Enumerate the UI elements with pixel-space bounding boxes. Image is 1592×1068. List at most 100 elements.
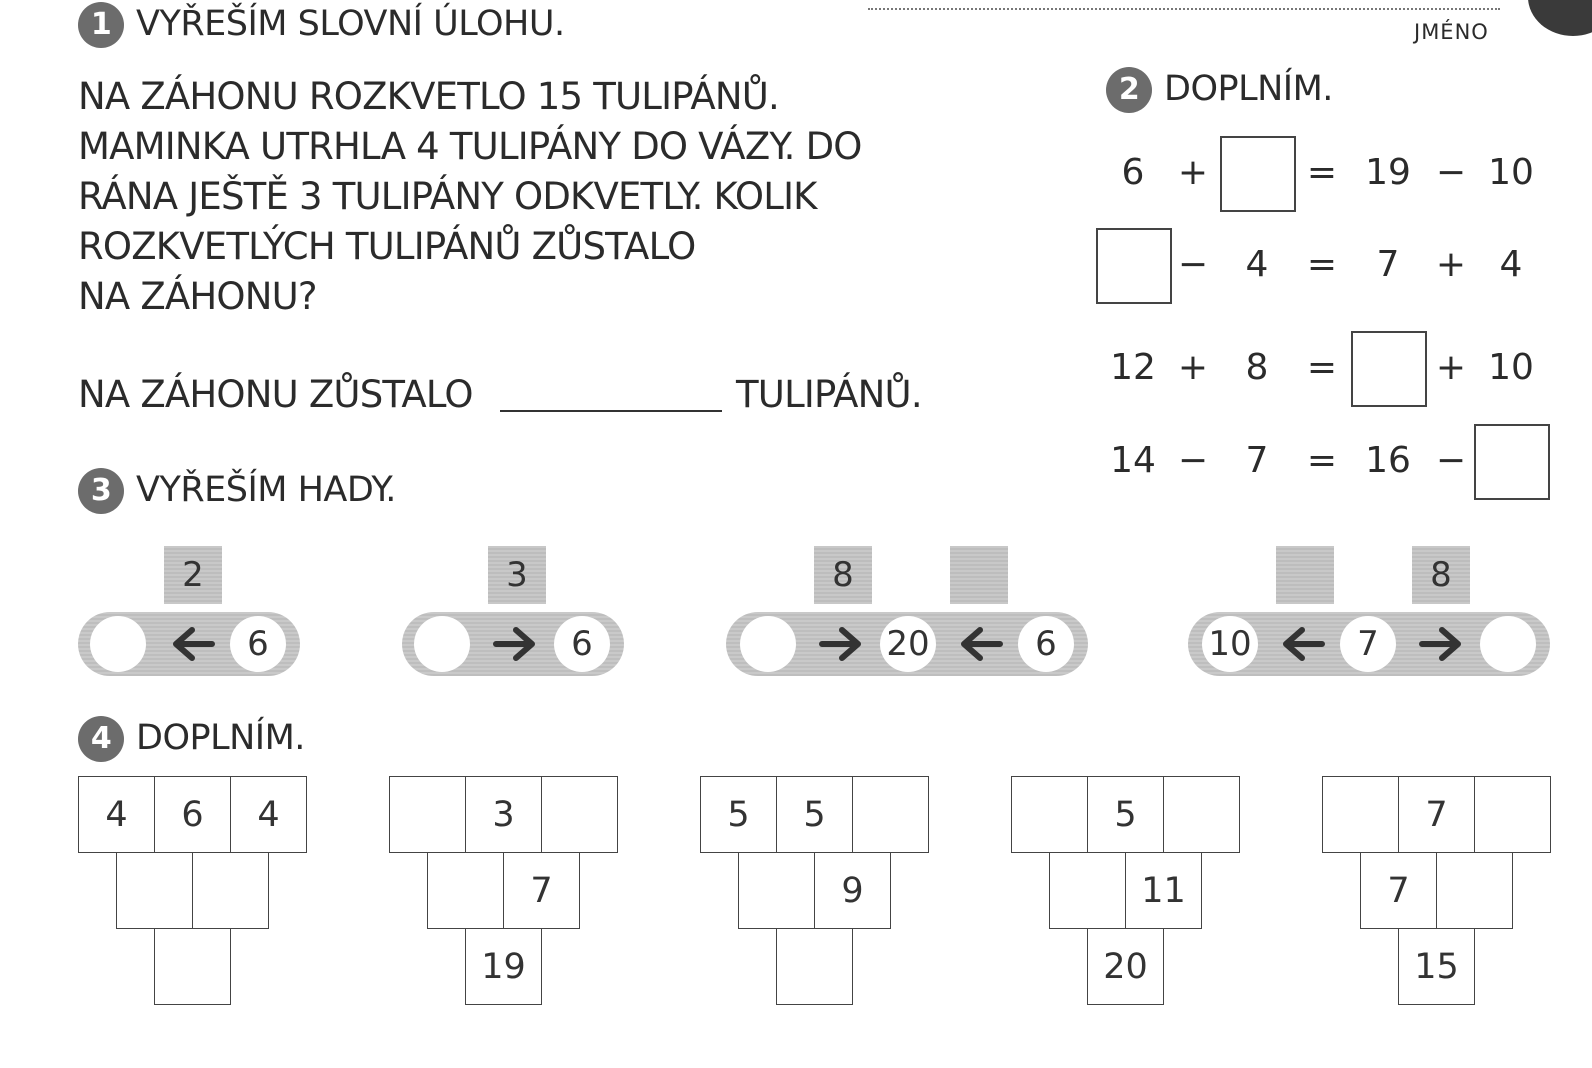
task2-number-badge: 2 [1106, 67, 1152, 113]
task1-number-badge: 1 [78, 2, 124, 48]
task1-title: VYŘEŠÍM SLOVNÍ ÚLOHU. [136, 4, 565, 44]
task2-heading: 2 DOPLNÍM. [1106, 67, 1333, 113]
equation-number: 10 [1488, 152, 1534, 193]
operator-sign: + [1177, 347, 1209, 388]
snake-circle: 20 [880, 616, 936, 672]
equation-number: 7 [1376, 244, 1400, 285]
pyramid-cell-blank[interactable] [776, 928, 853, 1005]
equation-number: 14 [1110, 440, 1156, 481]
equation-number: 12 [1110, 347, 1156, 388]
snake-circle: 10 [1202, 616, 1258, 672]
pyramid-cell-blank[interactable] [738, 852, 815, 929]
answer-box[interactable] [1096, 228, 1172, 304]
pyramid-cell: 9 [814, 852, 891, 929]
pyramid-cell: 5 [700, 776, 777, 853]
equation-number: 4 [1245, 244, 1269, 285]
snake-circle: 6 [554, 616, 610, 672]
right-arrow-icon [818, 624, 866, 664]
operator-sign: + [1435, 244, 1467, 285]
operator-sign: + [1435, 347, 1467, 388]
pyramid-cell-blank[interactable] [116, 852, 193, 929]
pyramid-cell: 4 [78, 776, 155, 853]
pyramid-cell-blank[interactable] [1474, 776, 1551, 853]
task3-number-badge: 3 [78, 468, 124, 514]
task1-text-line: NA ZÁHONU? [78, 275, 318, 318]
pyramid-cell-blank[interactable] [192, 852, 269, 929]
task3-heading: 3 VYŘEŠÍM HADY. [78, 468, 396, 514]
pyramid-cell: 15 [1398, 928, 1475, 1005]
pyramid-cell-blank[interactable] [541, 776, 618, 853]
operator-sign: − [1177, 440, 1209, 481]
equation-number: 19 [1365, 152, 1411, 193]
task2-title: DOPLNÍM. [1164, 69, 1333, 109]
snake-circle: 6 [1018, 616, 1074, 672]
left-arrow-icon [1278, 624, 1326, 664]
pyramid-cell: 7 [1360, 852, 1437, 929]
equation-number: 16 [1365, 440, 1411, 481]
operator-sign: + [1177, 152, 1209, 193]
pyramid-cell-blank[interactable] [1436, 852, 1513, 929]
answer-box[interactable] [1220, 136, 1296, 212]
right-arrow-icon [1418, 624, 1466, 664]
pyramid-cell-blank[interactable] [154, 928, 231, 1005]
operator-sign: = [1306, 347, 1338, 388]
pyramid-cell: 11 [1125, 852, 1202, 929]
snake-step-label: 8 [1412, 546, 1470, 604]
snake-step-label: 8 [814, 546, 872, 604]
operator-sign: = [1306, 440, 1338, 481]
name-line[interactable] [868, 8, 1500, 10]
equation-number: 6 [1121, 152, 1145, 193]
pyramid-cell-blank[interactable] [427, 852, 504, 929]
task1-text-line: RÁNA JEŠTĚ 3 TULIPÁNY ODKVETLY. KOLIK [78, 175, 817, 218]
snake-circle-blank[interactable] [1480, 616, 1536, 672]
pyramid-cell: 4 [230, 776, 307, 853]
name-label: JMÉNO [1414, 20, 1489, 44]
equation-number: 4 [1499, 244, 1523, 285]
pyramid-cell: 5 [1087, 776, 1164, 853]
task1-answer-blank[interactable] [500, 410, 722, 412]
pyramid-cell: 3 [465, 776, 542, 853]
task1-text-line: ROZKVETLÝCH TULIPÁNŮ ZŮSTALO [78, 225, 696, 268]
pyramid-cell-blank[interactable] [852, 776, 929, 853]
operator-sign: = [1306, 152, 1338, 193]
equation-number: 7 [1245, 440, 1269, 481]
pyramid-cell-blank[interactable] [389, 776, 466, 853]
task4-heading: 4 DOPLNÍM. [78, 716, 305, 762]
answer-box[interactable] [1351, 331, 1427, 407]
snake-step-blank[interactable] [1276, 546, 1334, 604]
pyramid-cell-blank[interactable] [1163, 776, 1240, 853]
task4-title: DOPLNÍM. [136, 718, 305, 758]
task1-text: NA ZÁHONU ROZKVETLO 15 TULIPÁNŮ. MAMINKA… [78, 72, 862, 322]
pyramid-cell-blank[interactable] [1011, 776, 1088, 853]
page-number-tab [1528, 0, 1592, 36]
pyramid-cell-blank[interactable] [1322, 776, 1399, 853]
snake-step-label: 3 [488, 546, 546, 604]
pyramid-cell: 6 [154, 776, 231, 853]
left-arrow-icon [956, 624, 1004, 664]
snake-circle: 6 [230, 616, 286, 672]
task1-heading: 1 VYŘEŠÍM SLOVNÍ ÚLOHU. [78, 2, 565, 48]
task3-title: VYŘEŠÍM HADY. [136, 470, 396, 510]
snake-circle-blank[interactable] [414, 616, 470, 672]
task1-text-line: MAMINKA UTRHLA 4 TULIPÁNY DO VÁZY. DO [78, 125, 862, 168]
equation-number: 10 [1488, 347, 1534, 388]
right-arrow-icon [492, 624, 540, 664]
snake-step-blank[interactable] [950, 546, 1008, 604]
snake-circle-blank[interactable] [740, 616, 796, 672]
task1-answer-suffix: TULIPÁNŮ. [736, 373, 923, 416]
task1-text-line: NA ZÁHONU ROZKVETLO 15 TULIPÁNŮ. [78, 75, 780, 118]
task1-answer-prefix: NA ZÁHONU ZŮSTALO [78, 373, 473, 416]
answer-box[interactable] [1474, 424, 1550, 500]
pyramid-cell: 5 [776, 776, 853, 853]
snake-circle: 7 [1340, 616, 1396, 672]
task4-number-badge: 4 [78, 716, 124, 762]
left-arrow-icon [168, 624, 216, 664]
operator-sign: − [1177, 244, 1209, 285]
operator-sign: − [1435, 152, 1467, 193]
pyramid-cell: 7 [503, 852, 580, 929]
operator-sign: − [1435, 440, 1467, 481]
pyramid-cell-blank[interactable] [1049, 852, 1126, 929]
snake-circle-blank[interactable] [90, 616, 146, 672]
operator-sign: = [1306, 244, 1338, 285]
snake-step-label: 2 [164, 546, 222, 604]
